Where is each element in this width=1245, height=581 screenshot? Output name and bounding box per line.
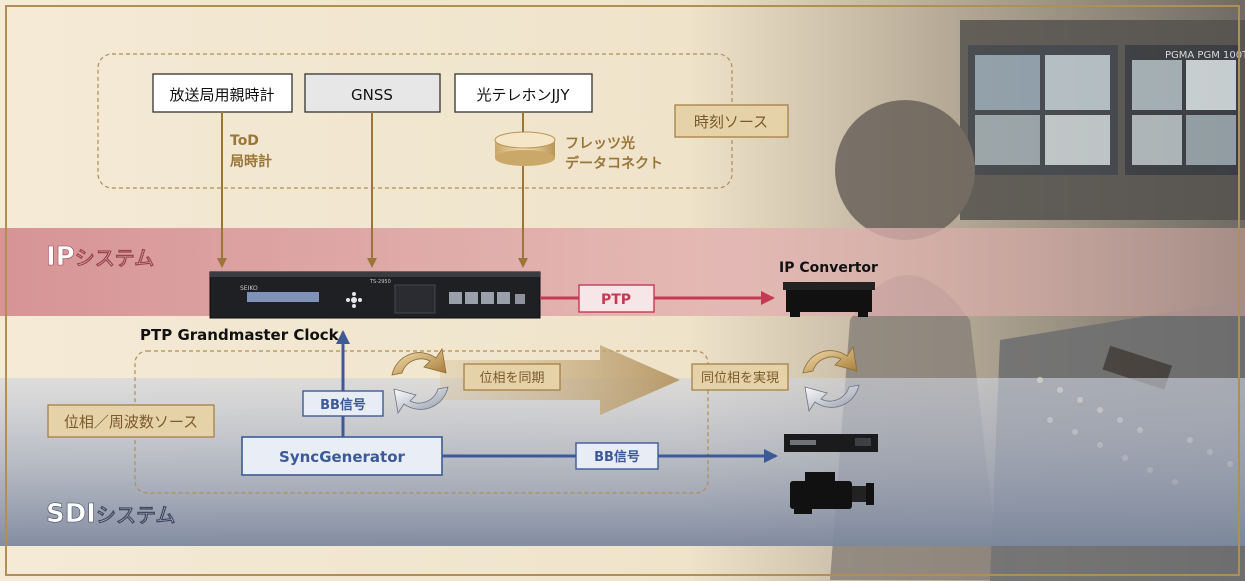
source-jjy-label: 光テレホンJJY	[476, 86, 570, 104]
bb-horizontal-label: BB信号	[594, 449, 640, 465]
sdi-system-title-prefix: SDI	[46, 499, 96, 529]
grandmaster-label: PTP Grandmaster Clock	[140, 326, 340, 344]
time-source-tag-label: 時刻ソース	[694, 113, 768, 131]
source-box-gnss: GNSS	[304, 73, 441, 113]
phase-freq-source-tag: 位相／周波数ソース	[47, 404, 215, 438]
grandmaster-device: SEIKO TS-2950	[209, 271, 541, 319]
ip-system-title-suffix: システム	[75, 246, 154, 270]
device-brand: SEIKO	[240, 285, 258, 292]
video-camera-icon	[790, 472, 874, 514]
device-model: TS-2950	[369, 279, 391, 285]
sync-generator-box: SyncGenerator	[241, 436, 443, 476]
bb-vertical-tag: BB信号	[302, 390, 384, 417]
source-box-clock: 放送局用親時計	[152, 73, 293, 113]
rack-device-icon	[784, 434, 878, 452]
phase-sync-tag: 位相を同期	[463, 363, 561, 391]
monitor-text: PGMA PGM 100TV	[1165, 50, 1245, 61]
ptp-label: PTP	[601, 292, 631, 308]
phase-sync-label: 位相を同期	[479, 371, 544, 386]
sync-generator-label: SyncGenerator	[279, 448, 405, 466]
bb-horizontal-tag: BB信号	[575, 442, 659, 470]
ip-convertor-device-icon	[783, 282, 875, 317]
outer-frame	[5, 5, 1240, 576]
source-box-jjy: 光テレホンJJY	[454, 73, 593, 113]
tod-label: ToD	[230, 133, 259, 149]
local-clock-label: 局時計	[230, 153, 272, 170]
sdi-system-title: SDIシステム	[46, 499, 175, 529]
phase-freq-source-label: 位相／周波数ソース	[64, 413, 198, 431]
same-phase-cycle-icon	[802, 345, 860, 413]
ip-convertor-label: IP Convertor	[779, 260, 878, 276]
data-connect-label: データコネクト	[565, 155, 663, 172]
network-cylinder-icon	[494, 131, 556, 166]
sdi-system-title-suffix: システム	[96, 503, 175, 527]
ptp-tag: PTP	[578, 284, 655, 313]
ip-system-title: IPシステム	[46, 242, 154, 272]
source-clock-label: 放送局用親時計	[169, 86, 274, 104]
time-source-tag: 時刻ソース	[674, 104, 789, 138]
same-phase-label: 同位相を実現	[701, 370, 779, 386]
flets-label: フレッツ光	[565, 135, 635, 152]
bb-vertical-label: BB信号	[320, 397, 366, 413]
sync-cycle-icon	[391, 347, 449, 415]
source-gnss-label: GNSS	[351, 86, 393, 104]
same-phase-tag: 同位相を実現	[691, 363, 789, 391]
ip-system-title-prefix: IP	[46, 242, 75, 272]
